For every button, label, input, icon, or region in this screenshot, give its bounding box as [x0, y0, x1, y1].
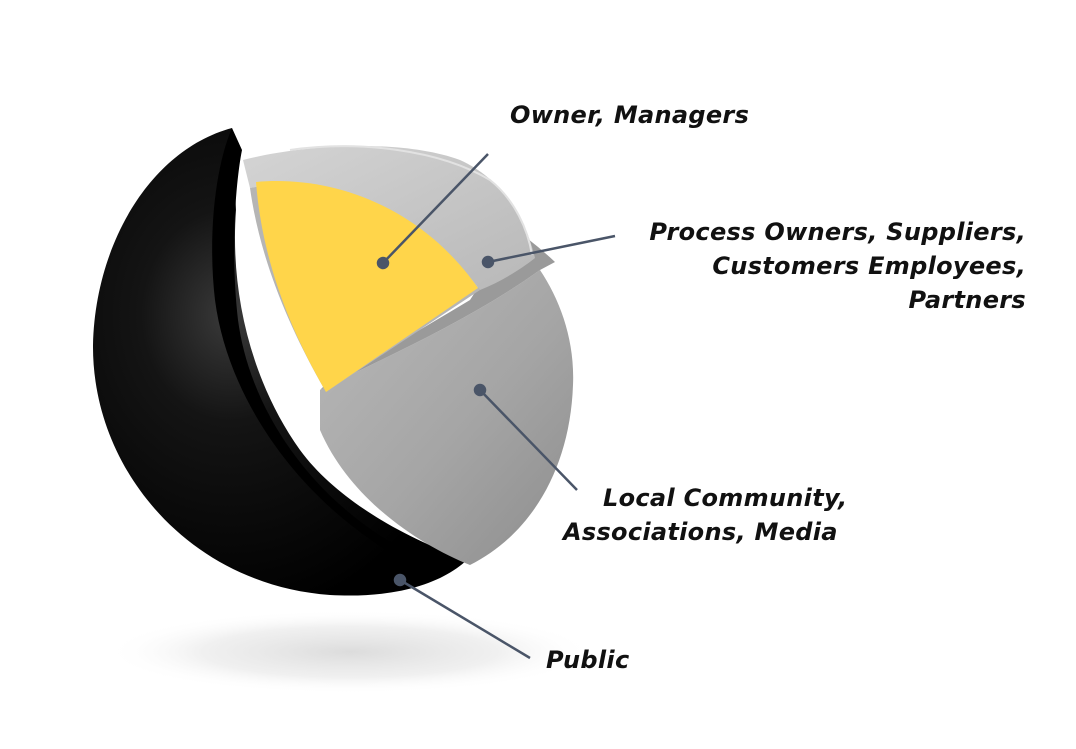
connector-outer	[399, 578, 531, 660]
label-process-owners-line1: Process Owners, Suppliers,	[649, 218, 1026, 246]
connector-core-dot	[376, 256, 390, 270]
label-process-owners-line2: Customers Employees,	[712, 252, 1026, 280]
label-process-owners: Process Owners, Suppliers, Customers Emp…	[649, 215, 1026, 317]
label-owner-managers: Owner, Managers	[510, 101, 750, 129]
connectors	[376, 153, 616, 660]
connector-middle-dot	[473, 383, 487, 397]
label-public: Public	[546, 646, 630, 674]
connector-inner-dot	[481, 255, 495, 269]
inner-shell-edge-line	[289, 145, 533, 256]
sphere-shadow	[105, 610, 595, 694]
label-local-community-line2: Associations, Media	[563, 518, 838, 546]
label-process-owners-line3: Partners	[908, 286, 1026, 314]
connector-outer-dot	[393, 573, 407, 587]
middle-shell-community	[320, 270, 574, 565]
connector-middle	[479, 389, 578, 491]
outer-shell-public	[92, 128, 485, 596]
connector-core	[382, 153, 489, 264]
label-local-community-line1: Local Community,	[603, 484, 848, 512]
label-local-community: Local Community, Associations, Media	[563, 481, 847, 549]
core-owner-managers	[256, 181, 478, 392]
connector-inner	[487, 234, 616, 264]
